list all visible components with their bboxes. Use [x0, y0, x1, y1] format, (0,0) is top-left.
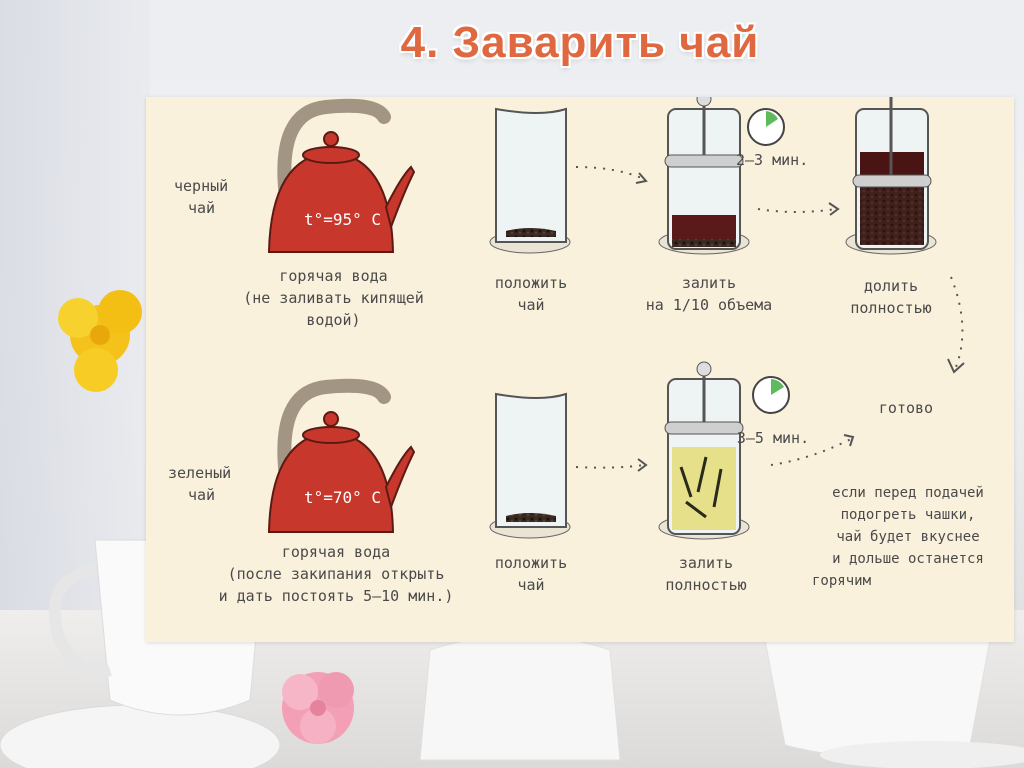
teapot-background-icon — [419, 634, 621, 761]
illustration-layer — [267, 97, 965, 540]
green-step3-line2: полностью — [665, 576, 747, 594]
french-press-icon — [845, 97, 937, 255]
black-step1-line1: горячая вода — [279, 267, 388, 285]
kettle-icon — [267, 378, 416, 533]
black-step1-line3: водой) — [306, 311, 361, 329]
green-timer-text: 3–5 мин. — [736, 429, 810, 447]
black-tea-label-line1: черный — [174, 177, 229, 195]
green-step3-text: залить полностью — [646, 552, 766, 596]
teacup-right-icon — [764, 639, 1024, 768]
black-step3-text: залить на 1/10 объема — [634, 272, 784, 316]
dotted-arrow-icon — [575, 166, 645, 180]
tip-text: если перед подачей подогреть чашки, чай … — [808, 482, 1008, 592]
ready-label: готово — [878, 399, 934, 417]
tip-line2: подогреть чашки, — [840, 507, 976, 523]
tip-line5: горячим — [812, 573, 872, 589]
green-step1-line2: (после закипания открыть — [227, 565, 445, 583]
black-step4-line2: полностью — [850, 299, 932, 317]
black-step1-text: горячая вода (не заливать кипящей водой) — [216, 265, 451, 331]
black-timer-text: 2–3 мин. — [736, 151, 809, 169]
black-step4-line1: долить — [863, 277, 919, 295]
tea-brewing-infographic: черный чай t°=95° C горячая вода (не зал… — [146, 97, 1014, 642]
black-tea-label: черный чай — [174, 175, 228, 219]
black-step2-line2: чай — [517, 296, 545, 314]
green-step3-line1: залить — [678, 554, 734, 572]
yellow-flower-icon — [58, 290, 142, 392]
kettle-temperature: t°=70° C — [304, 488, 382, 507]
kettle-icon — [267, 98, 416, 253]
dotted-arrow-icon — [950, 276, 964, 368]
french-press-icon — [658, 361, 750, 540]
kettle-temperature: t°=95° C — [304, 210, 382, 229]
black-step2-text: положить чай — [481, 272, 581, 316]
french-press-icon — [658, 97, 750, 255]
green-tea-label-line1: зеленый — [168, 464, 232, 482]
green-step2-line2: чай — [517, 576, 545, 594]
black-step1-line2: (не заливать кипящей — [243, 289, 424, 307]
black-tea-label-line2: чай — [188, 199, 216, 217]
green-step2-text: положить чай — [481, 552, 581, 596]
tip-line1: если перед подачей — [832, 485, 984, 501]
timer-icon — [752, 376, 790, 414]
green-tea-label-line2: чай — [188, 486, 216, 504]
timer-icon — [747, 108, 785, 146]
green-step1-line3: и дать постоять 5–10 мин.) — [218, 587, 454, 605]
tip-line4: и дольше останется — [832, 551, 984, 567]
pink-flower-icon — [282, 672, 354, 744]
green-step1-line1: горячая вода — [281, 543, 391, 561]
green-step2-line1: положить — [494, 554, 568, 572]
black-step2-line1: положить — [494, 274, 568, 292]
page-title: 4. Заварить чай — [400, 18, 760, 67]
black-step3-line2: на 1/10 объема — [645, 296, 773, 314]
black-step4-text: долить полностью — [836, 275, 946, 319]
green-step1-text: горячая вода (после закипания открыть и … — [196, 541, 476, 607]
black-step3-line1: залить — [681, 274, 737, 292]
dotted-arrow-icon — [757, 208, 837, 213]
glass-icon — [489, 392, 571, 539]
dotted-arrow-icon — [575, 464, 645, 469]
green-tea-label: зеленый чай — [168, 462, 231, 506]
tip-line3: чай будет вкуснее — [836, 529, 980, 545]
glass-icon — [489, 107, 571, 254]
